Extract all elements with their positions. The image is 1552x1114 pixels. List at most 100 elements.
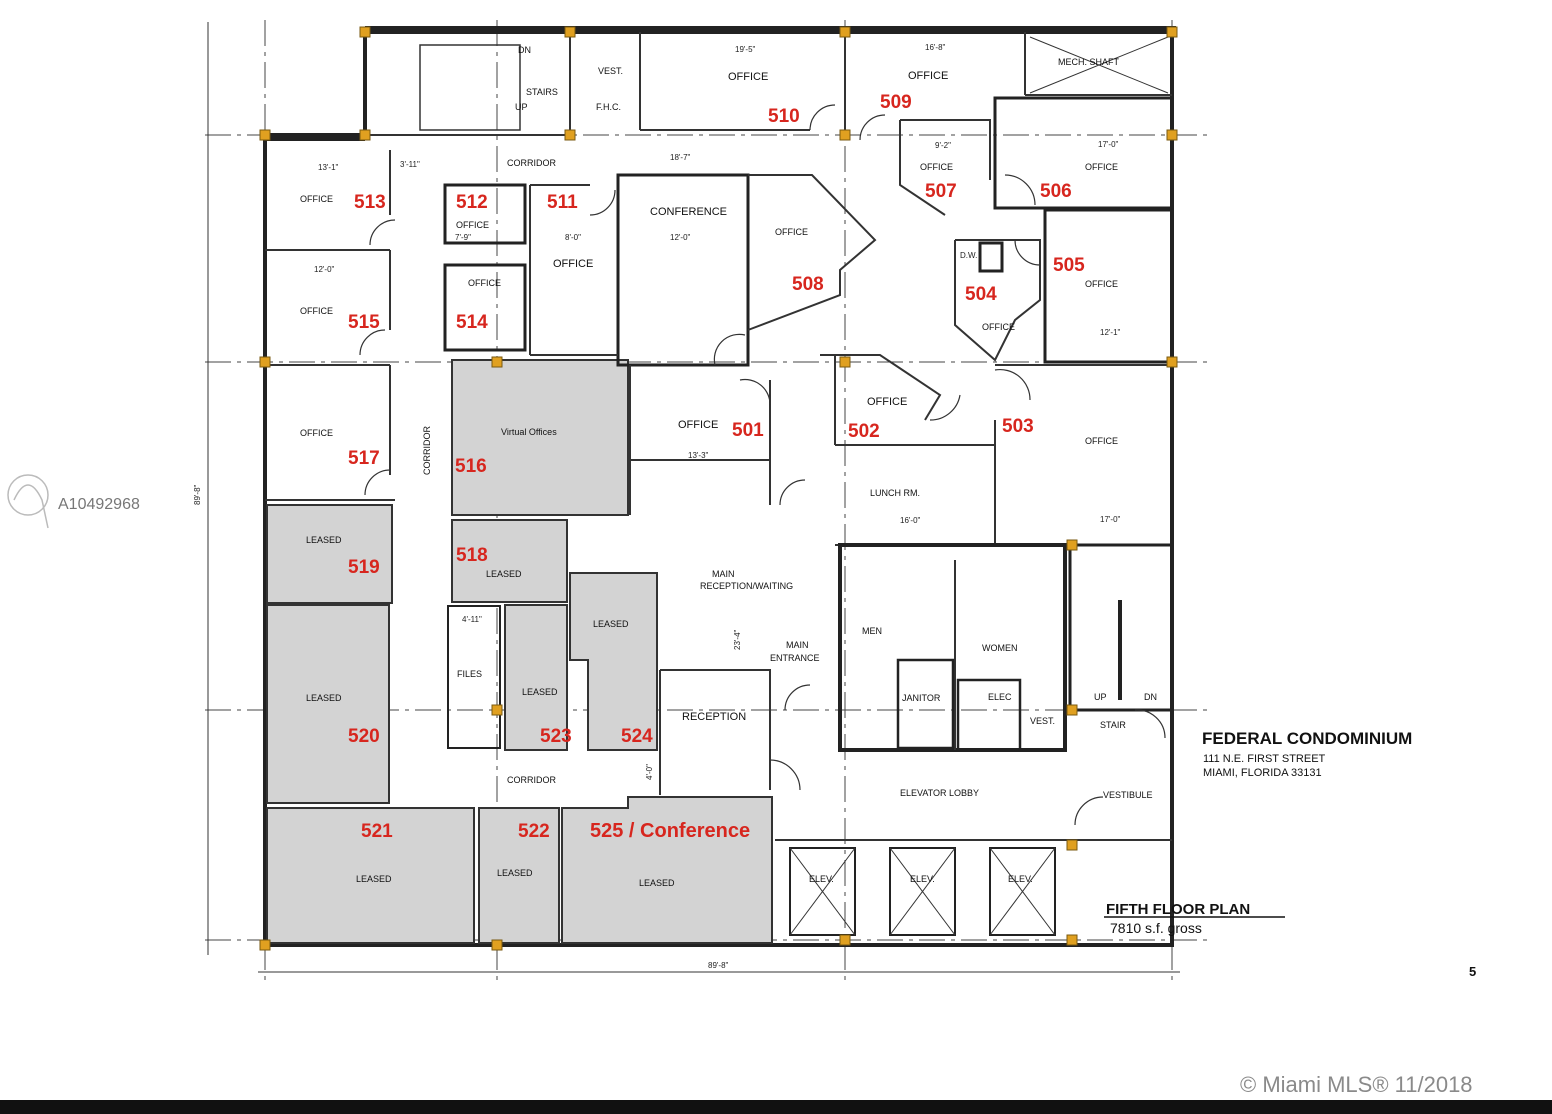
room-505-label: OFFICE <box>1085 279 1118 289</box>
elevator-lobby-label: ELEVATOR LOBBY <box>900 788 979 798</box>
room-510-number[interactable]: 510 <box>768 106 800 127</box>
room-510-label: OFFICE <box>728 71 768 83</box>
corridor-bottom-label: CORRIDOR <box>507 775 556 785</box>
room-520-area[interactable] <box>266 604 390 804</box>
room-521-area[interactable] <box>266 807 475 944</box>
room-518-area[interactable] <box>451 519 568 603</box>
room-525-area[interactable] <box>561 796 773 944</box>
elevator-2-label: ELEV. <box>910 874 935 884</box>
room-521-number[interactable]: 521 <box>361 821 393 842</box>
room-524-number[interactable]: 524 <box>621 726 653 747</box>
room-522-area[interactable] <box>478 807 560 944</box>
room-518-number[interactable]: 518 <box>456 545 488 566</box>
room-519-label: LEASED <box>306 535 342 545</box>
room-522-label: LEASED <box>497 868 533 878</box>
conference-label: CONFERENCE <box>650 206 727 218</box>
room-522-number[interactable]: 522 <box>518 821 550 842</box>
corridor-vertical-label: CORRIDOR <box>422 426 432 475</box>
room-524-label: LEASED <box>593 619 629 629</box>
room-502-number[interactable]: 502 <box>848 421 880 442</box>
reception-label: RECEPTION <box>682 711 746 723</box>
room-516-number[interactable]: 516 <box>455 456 487 477</box>
room-525-number[interactable]: 525 / Conference <box>590 820 750 842</box>
room-523-area[interactable] <box>504 604 568 751</box>
building-address-line1: 111 N.E. FIRST STREET <box>1203 753 1326 765</box>
bottom-bar <box>0 1100 1552 1114</box>
room-519-area[interactable] <box>266 504 393 604</box>
room-514-number[interactable]: 514 <box>456 312 488 333</box>
room-505-dim: 12'-1" <box>1100 328 1121 337</box>
overall-width-dim: 89'-8" <box>708 961 729 970</box>
conference-dim-1: 18'-7" <box>670 153 691 162</box>
room-525-label: LEASED <box>639 878 675 888</box>
room-506-dim: 17'-0" <box>1098 140 1119 149</box>
fhc-label: F.H.C. <box>596 102 621 112</box>
room-523-number[interactable]: 523 <box>540 726 572 747</box>
east-stair-up-label: UP <box>1094 692 1107 702</box>
room-520-number[interactable]: 520 <box>348 726 380 747</box>
room-509-number[interactable]: 509 <box>880 92 912 113</box>
building-address-line2: MIAMI, FLORIDA 33131 <box>1203 767 1322 779</box>
room-521-label: LEASED <box>356 874 392 884</box>
room-506-number[interactable]: 506 <box>1040 181 1072 202</box>
room-512-dim: 7'-9" <box>455 233 471 242</box>
room-516-label: Virtual Offices <box>501 427 557 437</box>
room-505-number[interactable]: 505 <box>1053 255 1085 276</box>
leased-areas <box>266 359 773 944</box>
overall-height-dim: 89'-8" <box>193 484 202 505</box>
room-520-label: LEASED <box>306 693 342 703</box>
plan-area: 7810 s.f. gross <box>1110 920 1202 936</box>
room-503-dim: 17'-0" <box>1100 515 1121 524</box>
room-504-number[interactable]: 504 <box>965 284 997 305</box>
dw-label: D.W. <box>960 251 977 260</box>
room-517-number[interactable]: 517 <box>348 448 380 469</box>
room-508-number[interactable]: 508 <box>792 274 824 295</box>
room-507-number[interactable]: 507 <box>925 181 957 202</box>
room-504-label: OFFICE <box>982 322 1015 332</box>
room-503-label: OFFICE <box>1085 436 1118 446</box>
room-507-label: OFFICE <box>920 162 953 172</box>
room-513-number[interactable]: 513 <box>354 192 386 213</box>
room-509-dim: 16'-8" <box>925 43 946 52</box>
janitor-label: JANITOR <box>902 693 941 703</box>
room-503-number[interactable]: 503 <box>1002 416 1034 437</box>
room-516-area[interactable] <box>451 359 629 516</box>
room-511-number[interactable]: 511 <box>547 192 578 213</box>
mens-room-label: MEN <box>862 626 882 636</box>
room-502-label: OFFICE <box>867 396 907 408</box>
overall-dimension-lines: 89'-8" 89'-8" <box>193 22 1180 973</box>
room-524-area[interactable] <box>569 572 658 751</box>
room-508-label: OFFICE <box>775 227 808 237</box>
room-501-number[interactable]: 501 <box>732 420 764 441</box>
columns <box>259 26 1178 951</box>
room-514-label: OFFICE <box>468 278 501 288</box>
room-509-label: OFFICE <box>908 70 948 82</box>
corridor-bottom-dim: 4'-0" <box>645 764 654 780</box>
room-506-label: OFFICE <box>1085 162 1118 172</box>
mls-id: A10492968 <box>58 496 140 513</box>
files-label: FILES <box>457 669 482 679</box>
east-stair-label: STAIR <box>1100 720 1126 730</box>
stairs-up-label: UP <box>515 102 528 112</box>
room-511-dim: 8'-0" <box>565 233 581 242</box>
elec-label: ELEC <box>988 692 1012 702</box>
conference-dim-2: 12'-0" <box>670 233 691 242</box>
lunch-room-label: LUNCH RM. <box>870 488 920 498</box>
plan-title: FIFTH FLOOR PLAN <box>1106 901 1250 918</box>
main-reception-label-1: MAIN <box>712 569 735 579</box>
room-501-dim: 13'-3" <box>688 451 709 460</box>
room-517-label: OFFICE <box>300 428 333 438</box>
room-515-number[interactable]: 515 <box>348 312 380 333</box>
building-name: FEDERAL CONDOMINIUM <box>1202 729 1412 748</box>
room-512-label: OFFICE <box>456 220 489 230</box>
room-519-number[interactable]: 519 <box>348 557 380 578</box>
room-518-label: LEASED <box>486 569 522 579</box>
room-513-label: OFFICE <box>300 194 333 204</box>
mech-shaft-label: MECH. SHAFT <box>1058 57 1120 67</box>
page-number: 5 <box>1469 964 1476 979</box>
interior-walls <box>265 32 1174 936</box>
room-513-dim: 13'-1" <box>318 163 339 172</box>
room-510-dim: 19'-5" <box>735 45 756 54</box>
womens-room-label: WOMEN <box>982 643 1018 653</box>
room-512-number[interactable]: 512 <box>456 192 488 213</box>
